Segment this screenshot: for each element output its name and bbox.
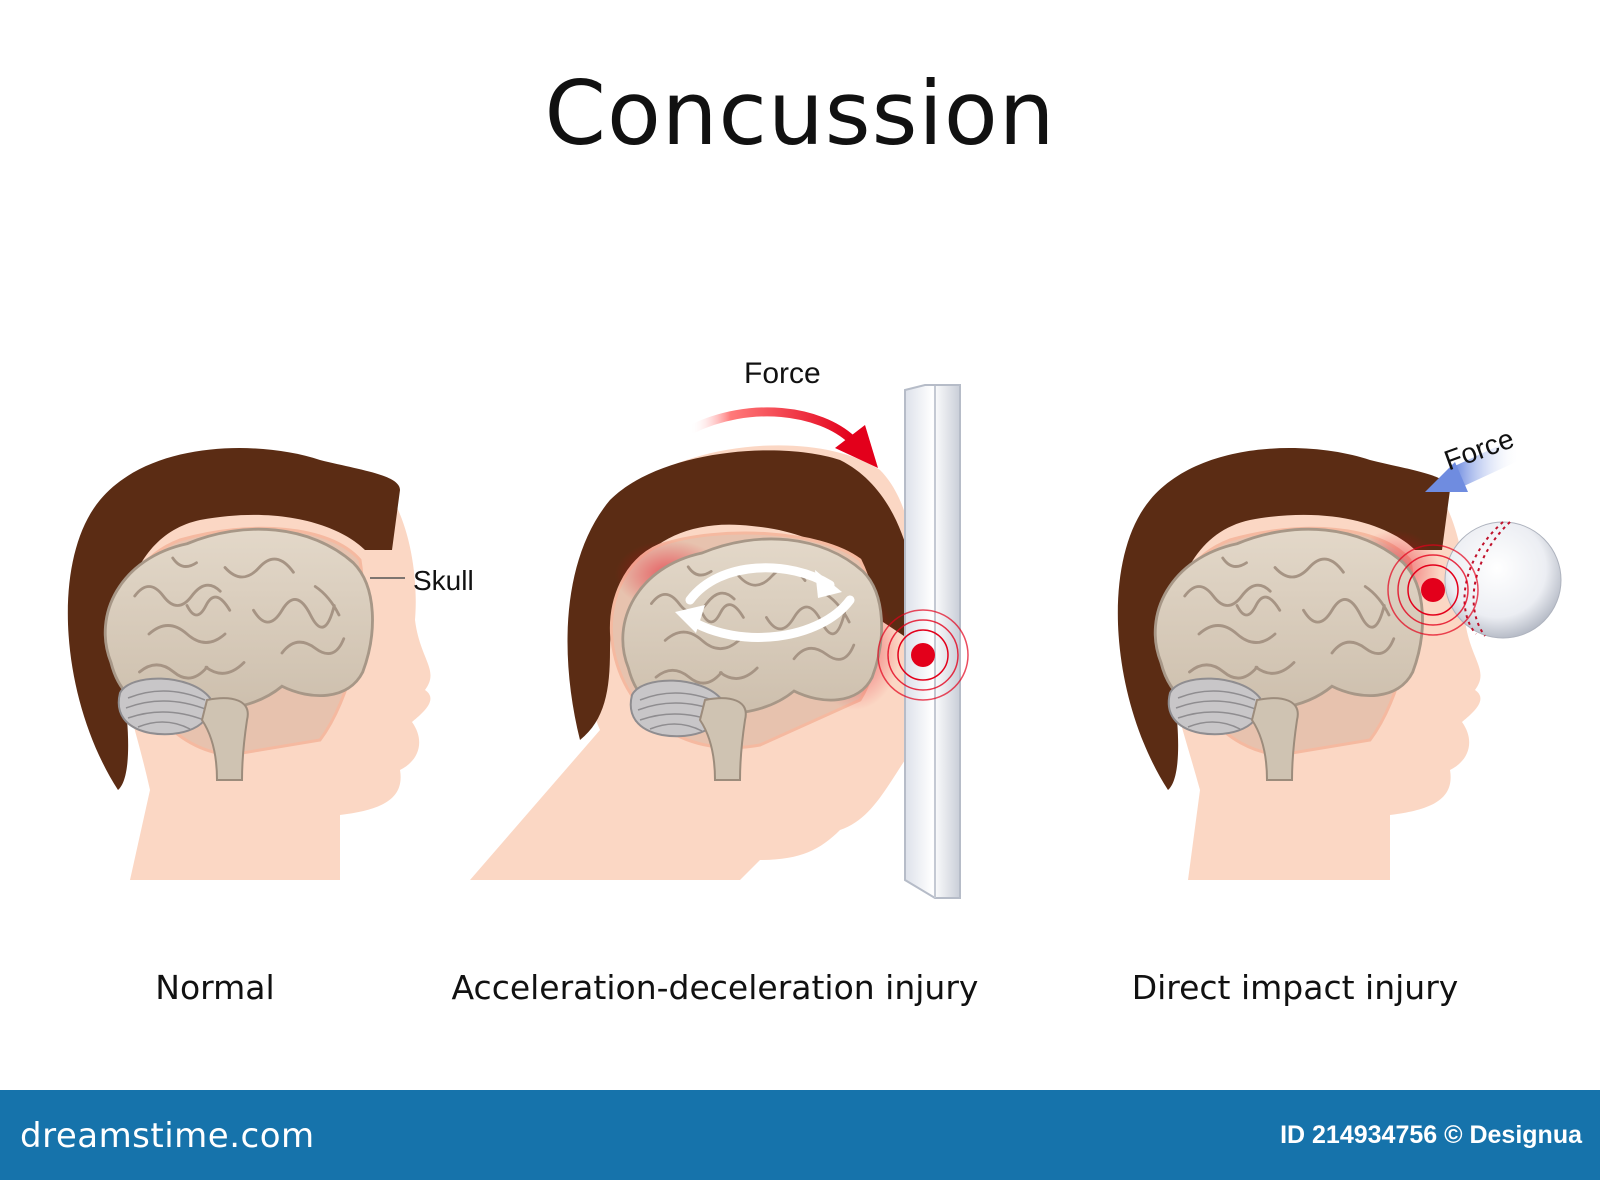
normal-head-figure bbox=[67, 448, 431, 880]
force-arrow-red bbox=[685, 407, 878, 468]
caption-direct-impact: Direct impact injury bbox=[1131, 968, 1459, 1007]
baseball-icon bbox=[1444, 521, 1562, 639]
brain-motion-arrow-bottom bbox=[685, 595, 855, 642]
caption-acceleration-deceleration: Acceleration-deceleration injury bbox=[451, 968, 979, 1007]
acceleration-head-figure bbox=[470, 445, 925, 880]
caption-normal: Normal bbox=[155, 968, 275, 1007]
diagram-title: Concussion bbox=[544, 62, 1056, 165]
footer-bar: dreamstime.com ID 214934756 © Designua bbox=[0, 1090, 1600, 1180]
direct-impact-head-figure bbox=[1117, 448, 1481, 880]
concussion-illustration: Skull Force bbox=[67, 357, 1562, 899]
force-arrow-blue bbox=[1425, 438, 1525, 492]
glass-wall bbox=[904, 384, 961, 899]
impact-point-icon bbox=[877, 609, 969, 701]
brain-motion-arrow-top bbox=[685, 563, 835, 605]
footer-credit: ID 214934756 © Designua bbox=[1280, 1121, 1582, 1149]
impact-point-icon bbox=[1387, 544, 1479, 636]
force-label-acceleration: Force bbox=[744, 357, 821, 390]
footer-brand[interactable]: dreamstime.com bbox=[20, 1116, 315, 1156]
skull-label: Skull bbox=[413, 565, 474, 596]
